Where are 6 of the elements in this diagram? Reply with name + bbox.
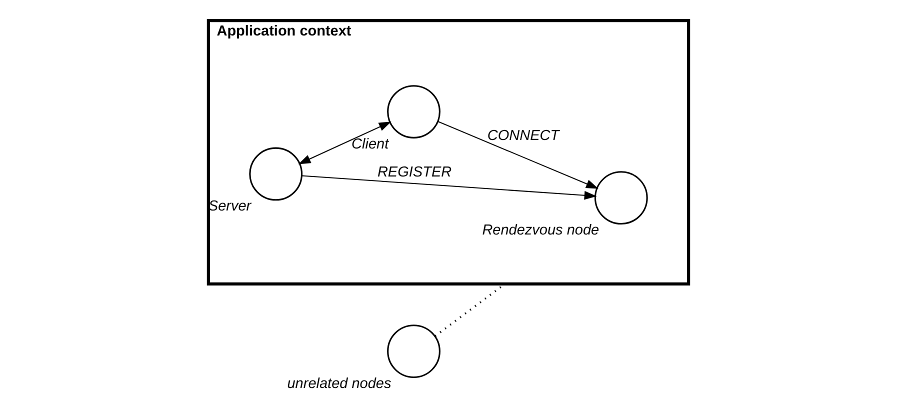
node-label: Client	[352, 136, 389, 152]
edge-label: REGISTER	[377, 164, 452, 180]
node-label: Rendezvous node	[482, 222, 600, 238]
edge-label: CONNECT	[487, 128, 560, 144]
node-label: unrelated nodes	[287, 376, 392, 392]
node-label: Server	[208, 198, 252, 214]
